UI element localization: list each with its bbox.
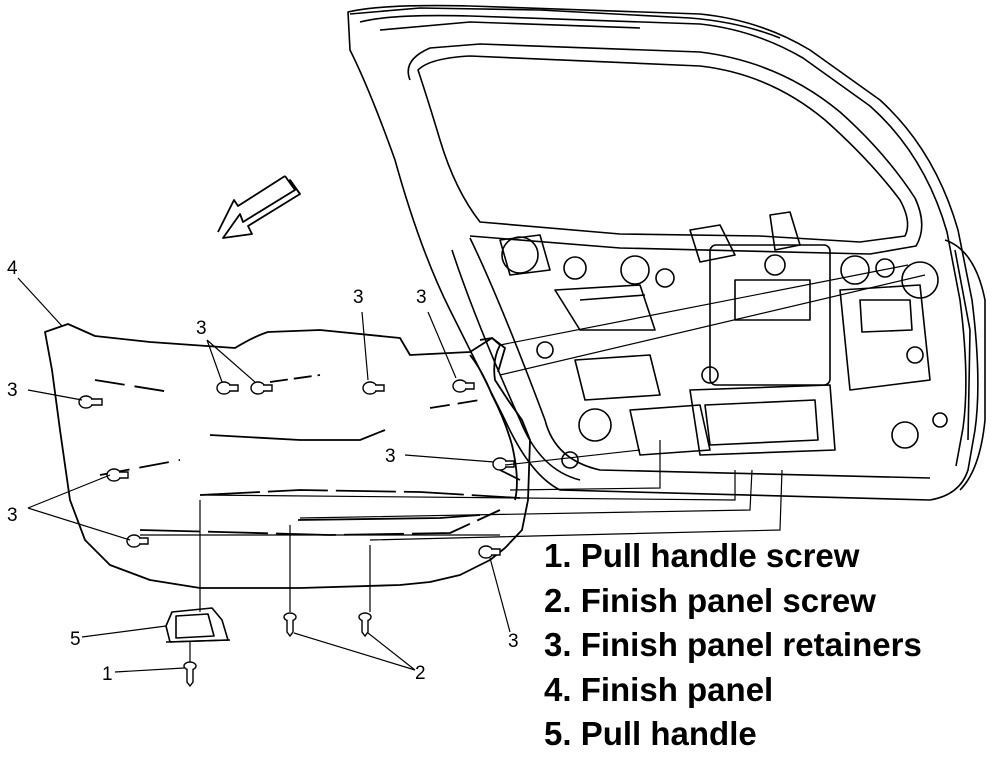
retainer <box>362 381 385 395</box>
legend-item-finish-panel-retainers: 3. Finish panel retainers <box>544 626 922 663</box>
retainer <box>126 534 149 548</box>
liftgate <box>347 4 986 501</box>
retainer <box>106 468 129 482</box>
legend-item-pull-handle: 5. Pull handle <box>544 715 757 752</box>
alignment-lines <box>140 264 926 662</box>
callout-3: 3 <box>353 287 364 308</box>
callout-1: 1 <box>102 664 113 685</box>
legend-item-finish-panel: 4. Finish panel <box>544 670 774 708</box>
screw <box>283 612 297 638</box>
parts-legend: 1. Pull handle screw 2. Finish panel scr… <box>544 534 922 757</box>
arrow-icon <box>217 175 301 239</box>
retainer <box>216 381 239 395</box>
callout-4: 4 <box>7 258 18 279</box>
callout-3: 3 <box>7 380 18 401</box>
callout-numbers: 4 3 3 3 3 3 3 3 5 1 2 <box>7 258 519 685</box>
screw <box>358 612 372 638</box>
finish-panel-retainers <box>78 379 515 559</box>
callout-3: 3 <box>385 446 396 467</box>
callout-3: 3 <box>196 318 207 339</box>
legend-item-pull-handle-screw: 1. Pull handle screw <box>544 537 860 574</box>
retainer <box>78 395 103 409</box>
callout-3: 3 <box>416 287 427 308</box>
pull-handle-screw <box>183 661 197 688</box>
legend-item-finish-panel-screw: 2. Finish panel screw <box>544 581 876 619</box>
finish-panel-screws <box>283 612 372 638</box>
retainer <box>478 545 501 559</box>
callout-leaders <box>17 277 511 673</box>
callout-3: 3 <box>508 631 519 652</box>
pull-handle <box>165 607 231 643</box>
callout-2: 2 <box>415 663 426 684</box>
callout-3: 3 <box>7 505 18 526</box>
retainer <box>452 379 475 393</box>
callout-5: 5 <box>70 629 81 650</box>
retainer <box>250 381 273 395</box>
finish-panel <box>44 323 531 589</box>
